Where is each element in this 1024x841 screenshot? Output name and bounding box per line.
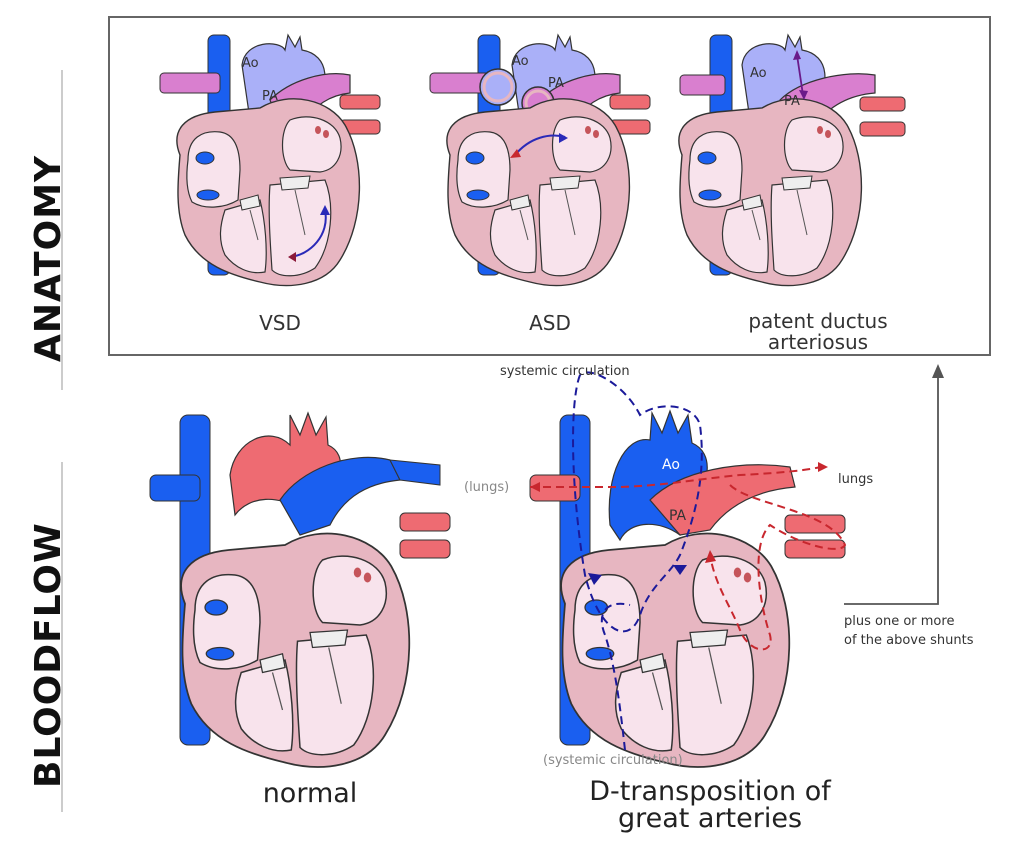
- pda-ao-label: Ao: [750, 66, 767, 81]
- shunt-note-line1: plus one or more: [844, 614, 955, 629]
- vsd-caption: VSD: [259, 311, 301, 335]
- shunt-note-line2: of the above shunts: [844, 633, 974, 648]
- vsd-pa-label: PA: [262, 89, 278, 104]
- pda-caption-line1: patent ductus: [748, 309, 888, 333]
- pda-pa-label: PA: [784, 94, 800, 109]
- anatomy-panel: [108, 16, 991, 356]
- systemic-circulation-top-label: systemic circulation: [500, 364, 630, 379]
- normal-heart-diagram: [149, 411, 451, 768]
- pda-heart-diagram: Ao PA: [678, 33, 906, 287]
- dtga-pulmonary-loop-path: [530, 466, 821, 488]
- vsd-ao-label: Ao: [242, 56, 259, 71]
- systemic-circulation-bottom-label: (systemic circulation): [543, 753, 683, 768]
- bloodflow-section-label: BLOODFLOW: [28, 522, 69, 788]
- asd-caption: ASD: [529, 311, 571, 335]
- vsd-heart-diagram: Ao PA: [159, 33, 381, 287]
- anatomy-section-label: ANATOMY: [28, 154, 69, 362]
- lungs-right-label: lungs: [838, 472, 874, 487]
- shunt-connector-arrow: [844, 364, 944, 605]
- asd-pa-label: PA: [548, 76, 564, 91]
- normal-caption: normal: [262, 778, 358, 809]
- pda-caption-line2: arteriosus: [767, 330, 869, 354]
- pda-shunt-arrow: [796, 54, 804, 96]
- dtga-ao-label: Ao: [662, 457, 680, 473]
- asd-heart-diagram: Ao PA: [429, 33, 651, 287]
- bloodflow-divider-line: [61, 462, 63, 812]
- anatomy-divider-line: [61, 70, 63, 390]
- dtga-pa-label: PA: [669, 508, 687, 524]
- dtga-systemic-loop-path: [572, 371, 703, 633]
- asd-ao-label: Ao: [512, 54, 529, 69]
- dtga-caption-line1: D-transposition of: [589, 776, 831, 807]
- dtga-heart-diagram: Ao PA: [529, 371, 847, 768]
- dtga-caption-line2: great arteries: [617, 803, 803, 834]
- lungs-left-label: (lungs): [464, 480, 510, 495]
